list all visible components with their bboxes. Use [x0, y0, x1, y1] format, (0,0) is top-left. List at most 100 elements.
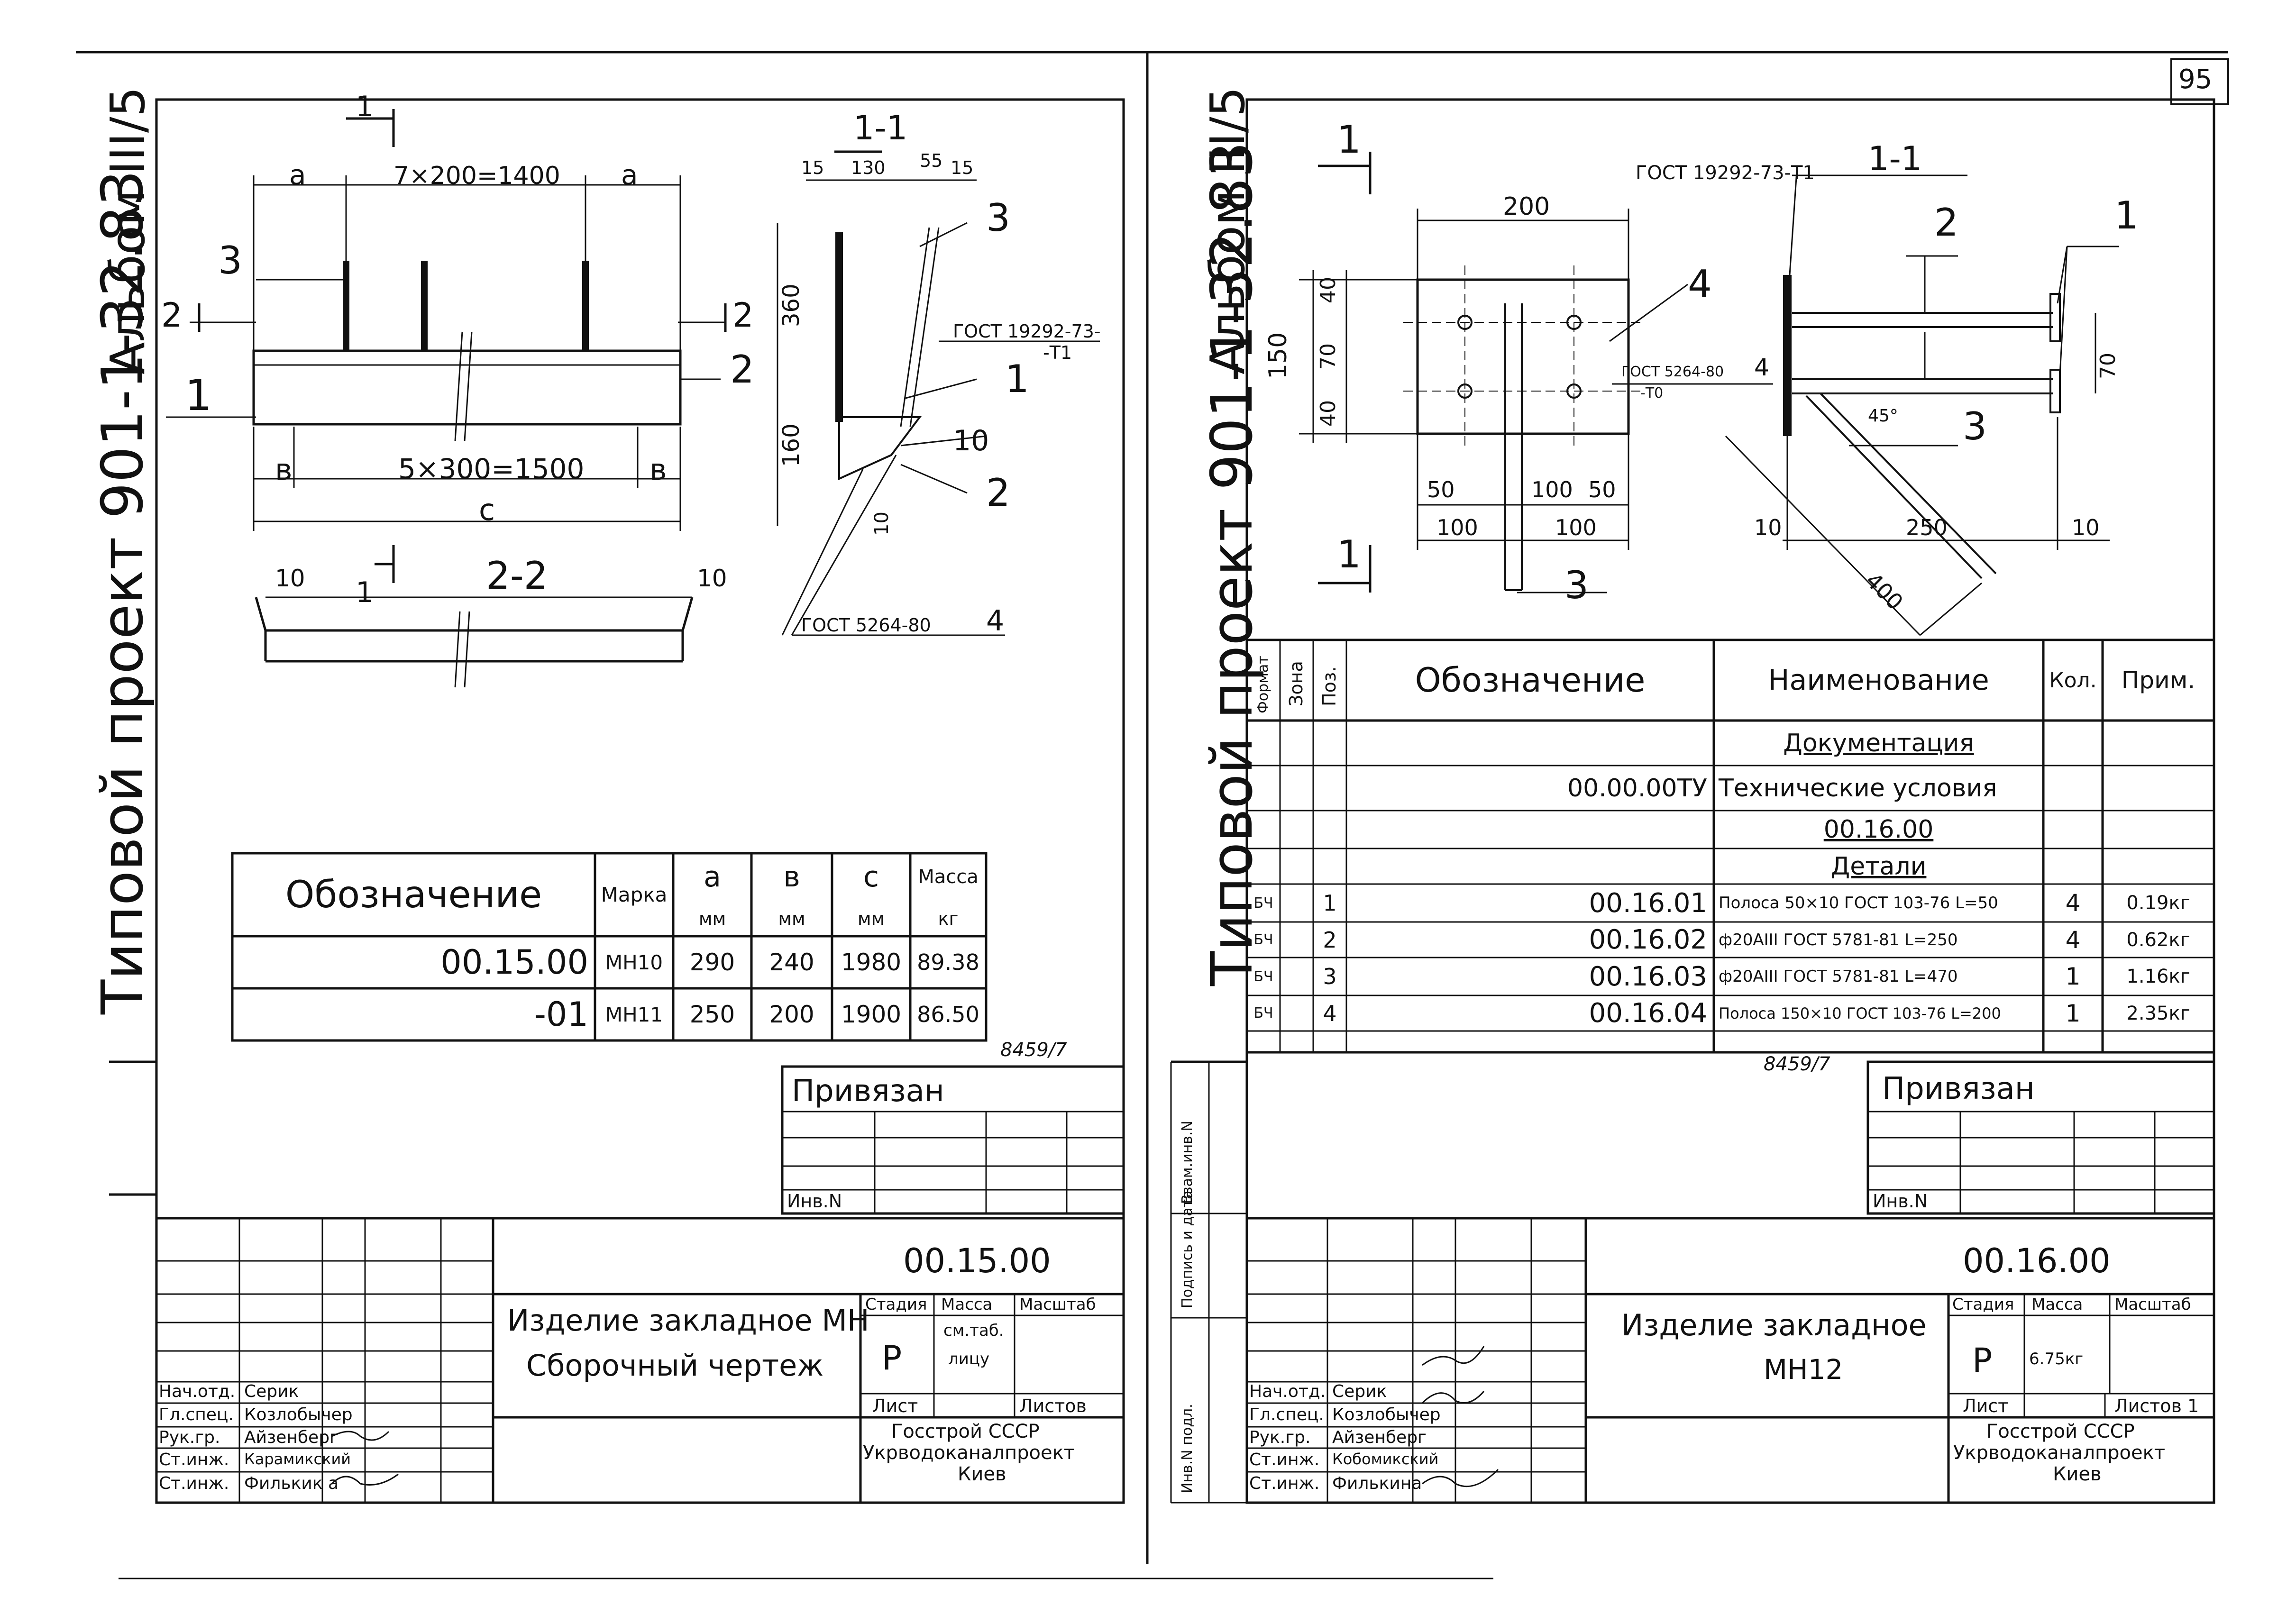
dim-b-right: в — [649, 452, 667, 487]
right-album: Альбом III/5 — [1200, 86, 1255, 374]
org1-right: Госстрой СССР — [1986, 1421, 2135, 1442]
dim-200: 200 — [1503, 192, 1550, 221]
spec-row-designation: 00.16.03 — [1589, 961, 1707, 992]
spec-header-note: Прим. — [2121, 666, 2195, 694]
dim-15: 15 — [801, 157, 824, 178]
sheets-header-right: Листов 1 — [2114, 1396, 2199, 1416]
spec-row-qty: 1 — [2065, 963, 2081, 990]
person-name: Козлобычер — [244, 1405, 353, 1424]
spec-header-designation: Обозначение — [1415, 661, 1646, 700]
weld-4-right: 4 — [1754, 354, 1769, 381]
cut-1-top-right: 1 — [1337, 118, 1361, 162]
table-row-b: 240 — [769, 949, 814, 976]
dim-130: 130 — [851, 157, 886, 178]
mass-right: 6.75кг — [2029, 1350, 2084, 1369]
sheets-header-left: Листов — [1019, 1396, 1087, 1416]
stage-header-left: Стадия — [865, 1295, 927, 1314]
dim-bottom: 5×300=1500 — [398, 453, 585, 485]
person-role: Нач.отд. — [159, 1382, 236, 1401]
spec-row-pos: 4 — [1323, 1000, 1337, 1026]
mass-header-right: Масса — [2031, 1295, 2083, 1314]
side-col-sign: Подпись и дата — [1179, 1190, 1196, 1309]
person-name: Серик — [1332, 1382, 1387, 1401]
dim-b-left: в — [275, 452, 293, 487]
dim-a-right: a — [621, 159, 638, 191]
person-role: Ст.инж. — [1249, 1450, 1320, 1469]
cut-1-bottom-right: 1 — [1337, 532, 1361, 576]
left-album: Альбом III/5 — [100, 86, 156, 374]
spec-row-pos: 3 — [1323, 964, 1337, 989]
spec-row-name: Детали — [1830, 852, 1927, 881]
dim-150: 150 — [1264, 332, 1292, 379]
stage-left: Р — [882, 1339, 902, 1378]
table-row-mark: МН10 — [605, 950, 663, 974]
person-name: Айзенберг — [1332, 1428, 1427, 1447]
section-1-1-left: 1-1 — [853, 109, 908, 147]
doc-code-left: 00.15.00 — [903, 1241, 1051, 1280]
spec-header-name: Наименование — [1768, 664, 1989, 697]
spec-row-qty: 4 — [2065, 889, 2081, 917]
label-pos3-right: 3 — [1564, 563, 1589, 607]
label-10: 10 — [953, 424, 989, 457]
spec-row-name: Полоса 50×10 ГОСТ 103-76 L=50 — [1719, 894, 1998, 912]
person-name: Филькина — [1332, 1474, 1422, 1493]
label-pos2-right: 2 — [1934, 201, 1958, 245]
header-mass: Масса — [918, 866, 979, 888]
signatures — [331, 1346, 1499, 1487]
spec-row-note: 2.35кг — [2126, 1002, 2190, 1024]
dim-10-a: 10 — [275, 565, 305, 592]
table-row-mass: 89.38 — [917, 949, 979, 975]
privyazan-right: Привязан — [1882, 1071, 2035, 1106]
title-line2-left: Сборочный чертеж — [526, 1348, 824, 1383]
label-pos3-section-right: 3 — [1963, 404, 1987, 448]
scale-header-right: Масштаб — [2114, 1295, 2191, 1314]
person-role: Рук.гр. — [159, 1428, 220, 1447]
dim-70: 70 — [1316, 343, 1340, 370]
side-col-replace: Взам.инв.N — [1179, 1121, 1196, 1204]
privyazan-left: Привязан — [792, 1074, 944, 1109]
header-a: a — [704, 860, 721, 894]
page-number: 95 — [2178, 64, 2213, 95]
label-pos2: 2 — [730, 347, 754, 392]
section-2-2: 2-2 — [486, 554, 548, 598]
table-row-a: 290 — [689, 949, 735, 976]
person-role: Гл.спец. — [1249, 1405, 1324, 1424]
section-1-1-right: 1-1 — [1868, 139, 1922, 178]
cut-2-left: 2 — [161, 296, 183, 335]
cut-2-right: 2 — [732, 296, 754, 335]
person-name: Кобомикский — [1332, 1450, 1439, 1468]
person-name: Айзенберг — [244, 1428, 338, 1447]
header-mass-unit: кг — [938, 908, 959, 929]
gost-5264-right-t0: -Т0 — [1640, 385, 1664, 401]
mass-header-left: Масса — [941, 1295, 993, 1314]
spec-row-format: БЧ — [1253, 968, 1273, 985]
spec-row-name: Документация — [1783, 729, 1974, 757]
cut-1-bottom: 1 — [356, 576, 374, 609]
dim-50: 50 — [1427, 477, 1455, 502]
spec-row-designation: 00.16.04 — [1589, 998, 1707, 1029]
spec-header-qty: Кол. — [2049, 668, 2097, 693]
dim-100b: 100 — [1436, 515, 1478, 540]
dim-70-right: 70 — [2096, 353, 2120, 379]
spec-row-designation: 00.16.02 — [1589, 924, 1707, 955]
spec-row-name: Технические условия — [1719, 774, 1997, 803]
dim-15b: 15 — [951, 157, 974, 178]
dim-100c: 100 — [1555, 515, 1597, 540]
spec-row-pos: 1 — [1323, 890, 1337, 916]
table-row-mark: МН11 — [605, 1003, 663, 1026]
gost-5264-left: ГОСТ 5264-80 — [801, 615, 931, 636]
sheet-header-right: Лист — [1963, 1396, 2009, 1416]
spec-row-format: БЧ — [1253, 931, 1273, 948]
label-pos3: 3 — [218, 238, 242, 283]
table-row-b: 200 — [769, 1001, 814, 1028]
table-row-c: 1980 — [841, 949, 902, 976]
spec-row-designation: 00.16.01 — [1589, 887, 1707, 919]
dim-angle: 45° — [1868, 406, 1898, 426]
dim-10-right-b: 10 — [2072, 515, 2100, 540]
header-a-unit: мм — [698, 908, 726, 929]
label-pos2-section: 2 — [986, 471, 1010, 515]
header-mark: Марка — [601, 883, 668, 906]
label-pos1: 1 — [185, 371, 212, 420]
title-line1-right: Изделие закладное — [1621, 1308, 1927, 1342]
